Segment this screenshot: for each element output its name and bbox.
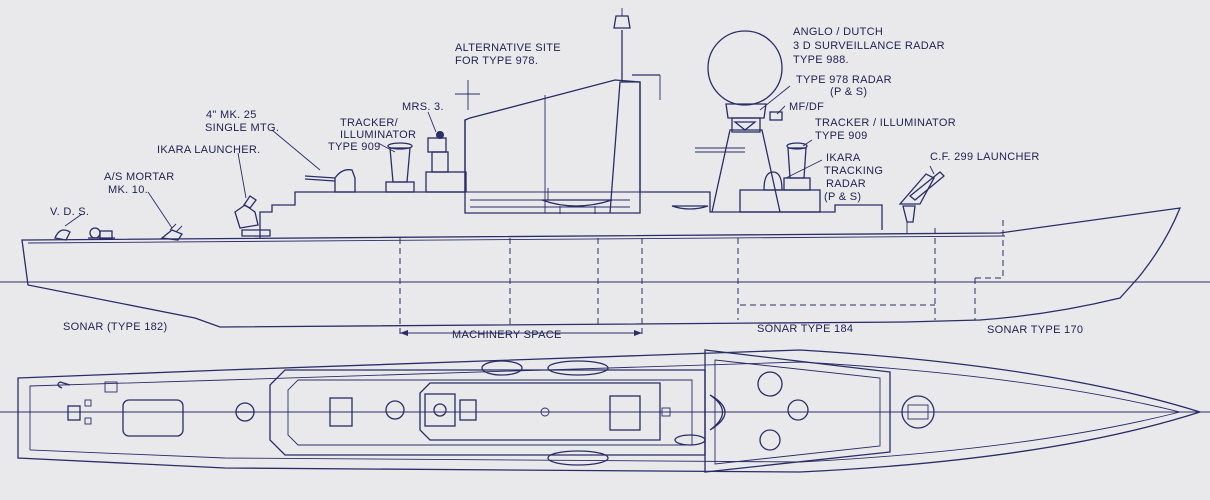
label-mk25: 4" MK. 25 (206, 109, 257, 121)
ikara-launcher (234, 195, 271, 237)
label-sonar184: SONAR TYPE 184 (757, 323, 853, 335)
svg-text:3 D SURVEILLANCE RADAR: 3 D SURVEILLANCE RADAR (793, 40, 945, 52)
label-sonar182: SONAR (TYPE 182) (63, 321, 167, 333)
deck-edge (27, 235, 1006, 244)
label-tracker-aft: TRACKER / ILLUMINATOR (815, 117, 956, 129)
label-mfdf: MF/DF (789, 101, 824, 113)
label-machinery: MACHINERY SPACE (452, 329, 562, 341)
svg-text:TYPE 909: TYPE 909 (815, 130, 868, 142)
side-elevation (0, 8, 1210, 336)
compartments (399, 220, 1004, 336)
svg-text:ILLUMINATOR: ILLUMINATOR (340, 129, 416, 141)
svg-text:TYPE 988.: TYPE 988. (793, 54, 849, 66)
gun-mk25 (304, 169, 356, 193)
radar-988-dome (707, 30, 783, 106)
forward-superstructure (259, 79, 883, 238)
mrs3-director (425, 131, 467, 193)
label-alt-site: ALTERNATIVE SITE (455, 42, 561, 54)
label-ikara-tracking: IKARA (826, 152, 861, 164)
label-tracker-fwd: TRACKER/ (340, 117, 399, 129)
leader-lines (64, 85, 935, 229)
svg-text:MK. 10.: MK. 10. (108, 184, 148, 196)
hull-outline (21, 207, 1182, 328)
label-mrs3: MRS. 3. (402, 101, 444, 113)
label-radar-988: ANGLO / DUTCH (793, 26, 883, 38)
svg-text:SINGLE MTG.: SINGLE MTG. (205, 122, 279, 134)
vds (54, 227, 115, 241)
plan-view (0, 349, 1210, 473)
svg-text:FOR TYPE 978.: FOR TYPE 978. (455, 55, 538, 67)
label-vds: V. D. S. (50, 206, 89, 218)
annotations: ALTERNATIVE SITE FOR TYPE 978. ANGLO / D… (50, 26, 1083, 341)
tracker-fwd (385, 142, 415, 193)
svg-text:TYPE 909: TYPE 909 (328, 141, 381, 153)
boat (541, 199, 613, 207)
tracker-aft (783, 142, 811, 191)
svg-text:RADAR: RADAR (826, 178, 866, 190)
label-cf299: C.F. 299 LAUNCHER (930, 151, 1040, 163)
ikara-tracking-radar (739, 171, 821, 213)
label-type978: TYPE 978 RADAR (796, 74, 892, 86)
label-sonar170: SONAR TYPE 170 (987, 324, 1083, 336)
svg-text:TRACKING: TRACKING (824, 165, 883, 177)
label-ikara-launcher: IKARA LAUNCHER. (157, 144, 261, 156)
radar-tower (695, 30, 783, 213)
mast (613, 8, 661, 100)
funnel (464, 81, 641, 214)
as-mortar (160, 223, 183, 241)
svg-text:(P & S): (P & S) (830, 86, 867, 98)
label-mortar: A/S MORTAR (104, 171, 174, 183)
cf299-launcher (898, 171, 945, 233)
svg-text:(P & S): (P & S) (824, 191, 861, 203)
